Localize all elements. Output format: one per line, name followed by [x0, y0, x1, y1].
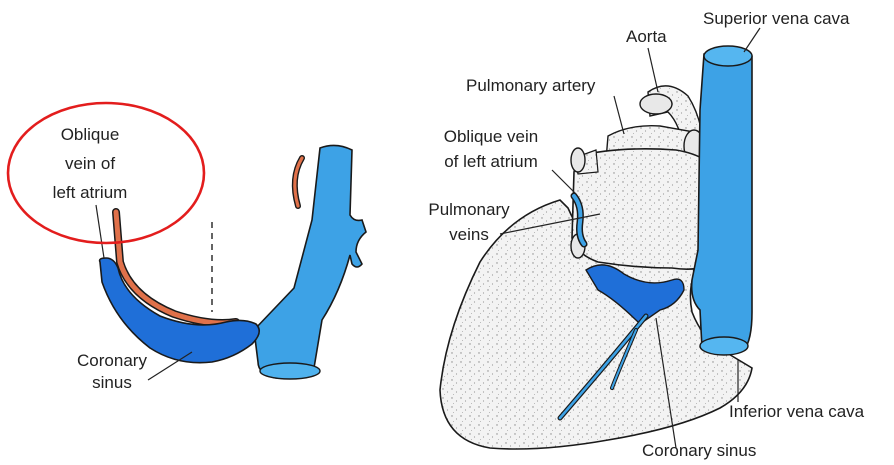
pulmonary-artery-label: Pulmonary artery [466, 75, 595, 97]
inferior-vena-cava-opening [700, 337, 748, 355]
left-vena-cava-opening [260, 363, 320, 379]
left-oblique-label-line2: vein of [30, 153, 150, 175]
superior-vena-cava-opening [704, 46, 752, 66]
left-vena-cava [254, 145, 366, 378]
left-oblique-leader [96, 205, 104, 258]
superior-vena-cava-label: Superior vena cava [703, 8, 849, 30]
pulmonary-veins-label-line2: veins [414, 224, 524, 246]
aorta-opening [640, 94, 672, 114]
left-oblique-label-line3: left atrium [30, 182, 150, 204]
aorta-leader [648, 48, 658, 92]
superior-vena-cava [692, 47, 752, 353]
left-coronary-label-line1: Coronary [62, 350, 162, 372]
svc-leader [744, 28, 760, 52]
coronary-sinus-label: Coronary sinus [642, 440, 756, 462]
right-oblique-label-line1: Oblique vein [428, 126, 554, 148]
aorta-label: Aorta [626, 26, 667, 48]
left-coronary-label-line2: sinus [62, 372, 162, 394]
oblique-vein-leader [552, 170, 576, 194]
inferior-vena-cava-label: Inferior vena cava [729, 401, 864, 423]
left-oblique-label-line1: Oblique [30, 124, 150, 146]
pulmonary-veins-label-line1: Pulmonary [414, 199, 524, 221]
pulmonary-artery-leader [614, 96, 624, 134]
right-oblique-label-line2: of left atrium [428, 151, 554, 173]
pulmonary-vein-upper-left [571, 148, 585, 172]
